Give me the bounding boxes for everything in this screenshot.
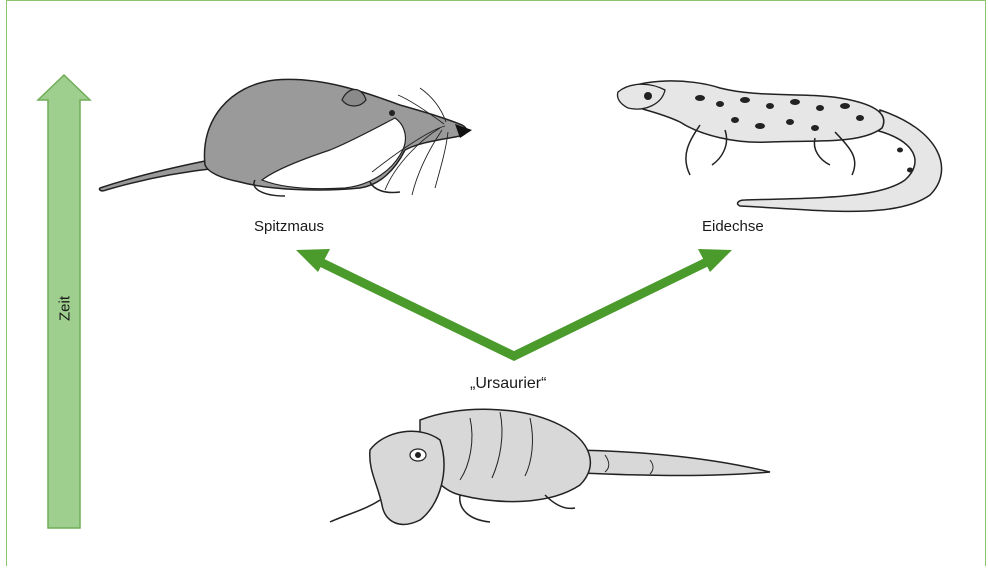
lizard-icon (617, 81, 941, 211)
shrew-icon (99, 79, 472, 196)
ancestral-reptile-icon (330, 409, 770, 524)
time-axis-label: Zeit (57, 292, 74, 326)
branch-arrows (296, 249, 732, 356)
lizard-label: Eidechse (702, 218, 764, 235)
ancestor-label: „Ursaurier“ (470, 375, 546, 393)
shrew-label: Spitzmaus (254, 218, 324, 235)
